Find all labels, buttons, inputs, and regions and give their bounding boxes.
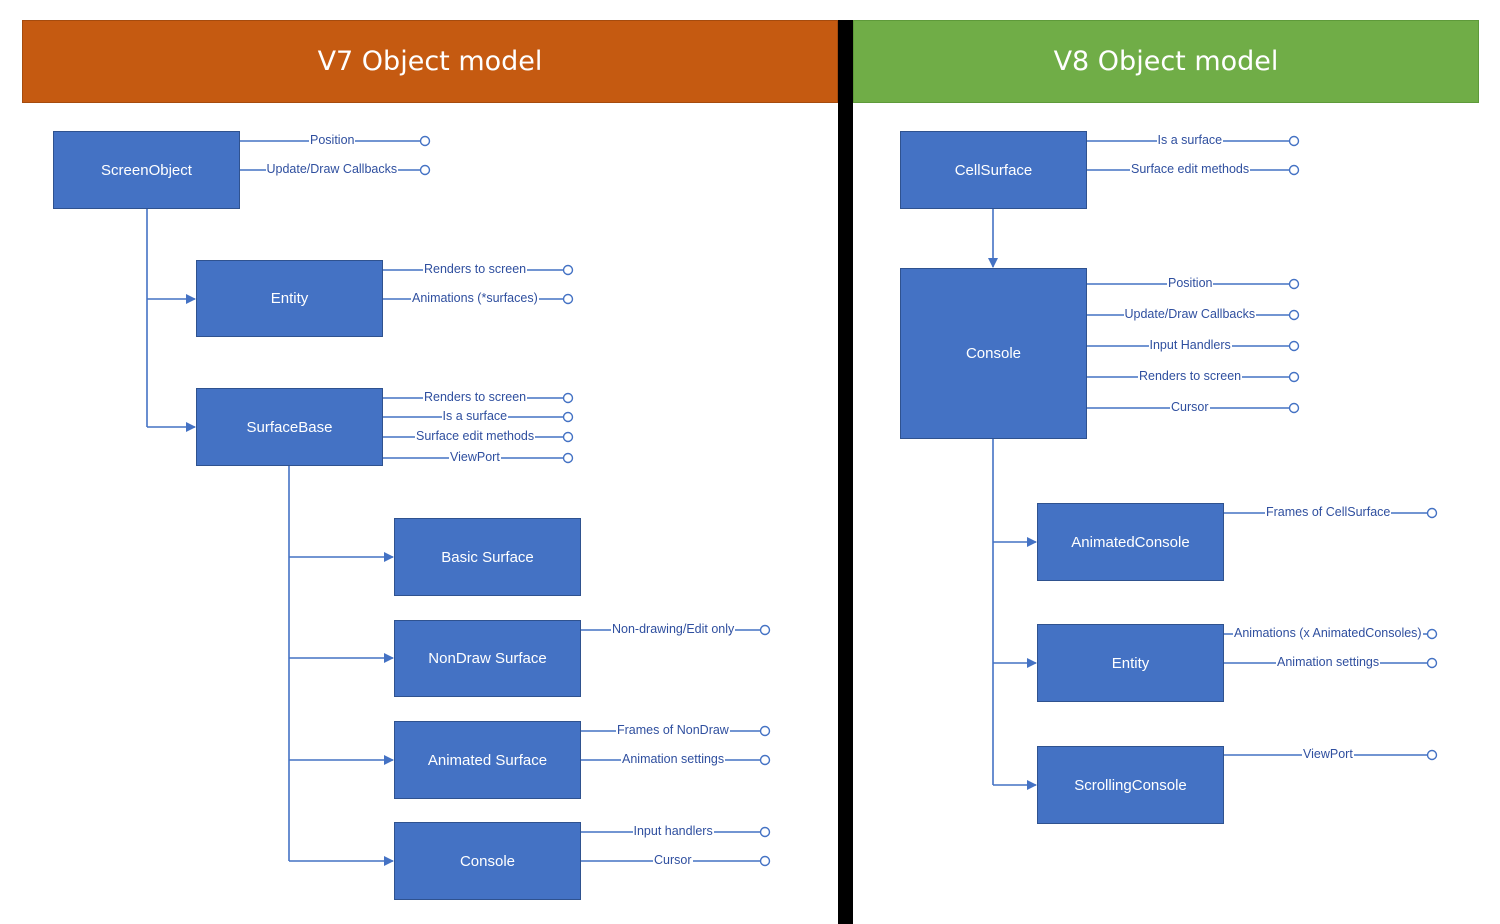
endpoint-circle-icon bbox=[1426, 628, 1438, 640]
v8-console-property-label: Input Handlers bbox=[1148, 338, 1232, 352]
endpoint-circle-icon bbox=[1426, 507, 1438, 519]
v7-node-entity: Entity bbox=[196, 260, 383, 337]
endpoint-circle-icon bbox=[759, 826, 771, 838]
endpoint-circle-icon bbox=[562, 264, 574, 276]
endpoint-circle-icon bbox=[1426, 657, 1438, 669]
v8-node-animatedconsole: AnimatedConsole bbox=[1037, 503, 1224, 581]
v7-title-banner: V7 Object model bbox=[22, 20, 838, 103]
endpoint-circle-icon bbox=[562, 392, 574, 404]
v8-cell_surface-property-label: Surface edit methods bbox=[1130, 162, 1251, 176]
endpoint-circle-icon bbox=[1288, 309, 1300, 321]
endpoint-circle-icon bbox=[1288, 402, 1300, 414]
v8-title-banner: V8 Object model bbox=[853, 20, 1479, 103]
v7-node-nondraw-surface: NonDraw Surface bbox=[394, 620, 581, 697]
endpoint-circle-icon bbox=[1288, 371, 1300, 383]
panel-divider bbox=[838, 20, 853, 924]
v7-surface_base-property-label: Is a surface bbox=[441, 409, 509, 423]
endpoint-circle-icon bbox=[1288, 340, 1300, 352]
v7-node-surfacebase: SurfaceBase bbox=[196, 388, 383, 466]
v7-entity-property-label: Animations (*surfaces) bbox=[411, 291, 539, 305]
v7-node-animated-surface: Animated Surface bbox=[394, 721, 581, 799]
endpoint-circle-icon bbox=[419, 164, 431, 176]
v8-cell_surface-property-label: Is a surface bbox=[1156, 133, 1224, 147]
v7-surface_base-property-label: Renders to screen bbox=[423, 390, 528, 404]
v8-node-cellsurface: CellSurface bbox=[900, 131, 1087, 209]
v7-animated_surface-property-label: Frames of NonDraw bbox=[616, 723, 730, 737]
v8-entity-property-label: Animation settings bbox=[1276, 655, 1381, 669]
v7-node-screenobject: ScreenObject bbox=[53, 131, 240, 209]
endpoint-circle-icon bbox=[562, 293, 574, 305]
endpoint-circle-icon bbox=[759, 725, 771, 737]
endpoint-circle-icon bbox=[759, 624, 771, 636]
v8-console-property-label: Position bbox=[1167, 276, 1214, 290]
endpoint-circle-icon bbox=[1288, 135, 1300, 147]
v7-node-console: Console bbox=[394, 822, 581, 900]
v7-animated_surface-property-label: Animation settings bbox=[621, 752, 726, 766]
v7-surface_base-property-label: Surface edit methods bbox=[415, 429, 536, 443]
v8-node-console: Console bbox=[900, 268, 1087, 439]
endpoint-circle-icon bbox=[1426, 749, 1438, 761]
v7-nondraw_surface-property-label: Non-drawing/Edit only bbox=[611, 622, 736, 636]
v8-node-scrollingconsole: ScrollingConsole bbox=[1037, 746, 1224, 824]
v7-screen_object-property-label: Update/Draw Callbacks bbox=[265, 162, 399, 176]
v8-node-entity: Entity bbox=[1037, 624, 1224, 702]
endpoint-circle-icon bbox=[1288, 278, 1300, 290]
v8-console-property-label: Update/Draw Callbacks bbox=[1123, 307, 1257, 321]
v7-console-property-label: Input handlers bbox=[632, 824, 714, 838]
endpoint-circle-icon bbox=[759, 855, 771, 867]
v8-entity-property-label: Animations (x AnimatedConsoles) bbox=[1233, 626, 1423, 640]
v7-screen_object-property-label: Position bbox=[309, 133, 356, 147]
v8-console-property-label: Cursor bbox=[1170, 400, 1210, 414]
endpoint-circle-icon bbox=[562, 411, 574, 423]
v8-scrolling_console-property-label: ViewPort bbox=[1302, 747, 1354, 761]
endpoint-circle-icon bbox=[562, 431, 574, 443]
v8-console-property-label: Renders to screen bbox=[1138, 369, 1243, 383]
v7-node-basic-surface: Basic Surface bbox=[394, 518, 581, 596]
v7-entity-property-label: Renders to screen bbox=[423, 262, 528, 276]
endpoint-circle-icon bbox=[1288, 164, 1300, 176]
endpoint-circle-icon bbox=[562, 452, 574, 464]
v8-animated_console-property-label: Frames of CellSurface bbox=[1265, 505, 1392, 519]
v7-surface_base-property-label: ViewPort bbox=[449, 450, 501, 464]
endpoint-circle-icon bbox=[419, 135, 431, 147]
v7-console-property-label: Cursor bbox=[653, 853, 693, 867]
endpoint-circle-icon bbox=[759, 754, 771, 766]
